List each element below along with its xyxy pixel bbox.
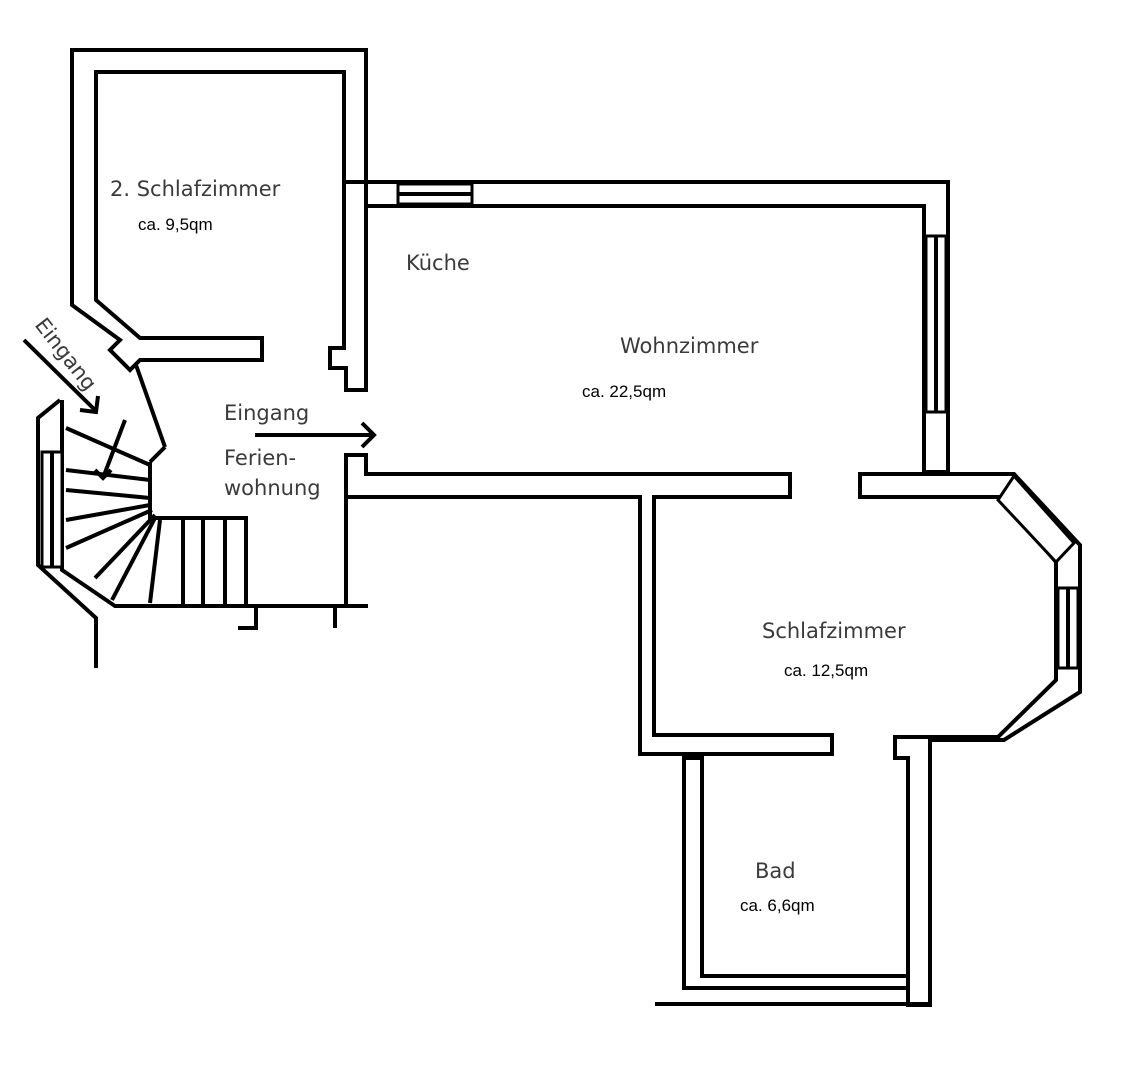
wall-living-top <box>364 180 950 474</box>
room-name-bedroom: Schlafzimmer <box>762 619 906 643</box>
staircase <box>36 364 368 668</box>
wall-bedroom2-outer <box>70 48 368 373</box>
labels: 2. Schlafzimmer ca. 9,5qm Küche Wohnzimm… <box>30 177 906 915</box>
stair-entrance-arrow <box>22 338 97 412</box>
wall-living-bottom-left <box>344 453 834 756</box>
apartment-entrance-label-2: Ferien- <box>224 446 296 470</box>
room-area-living: ca. 22,5qm <box>582 382 666 401</box>
room-name-kitchen: Küche <box>406 251 470 275</box>
walls <box>70 48 1082 1007</box>
wall-bath <box>682 756 910 990</box>
room-name-bedroom2: 2. Schlafzimmer <box>110 177 281 201</box>
room-area-bedroom2: ca. 9,5qm <box>138 215 213 234</box>
apartment-entrance-label-3: wohnung <box>224 476 321 500</box>
window-bay-diagonal <box>996 473 1077 565</box>
wall-kitchen-left <box>328 180 372 392</box>
room-area-bedroom: ca. 12,5qm <box>784 661 868 680</box>
room-name-bath: Bad <box>755 859 796 883</box>
room-name-living: Wohnzimmer <box>620 334 759 358</box>
apartment-entrance-label-1: Eingang <box>224 401 309 425</box>
arrows <box>22 338 377 449</box>
room-area-bath: ca. 6,6qm <box>740 896 815 915</box>
